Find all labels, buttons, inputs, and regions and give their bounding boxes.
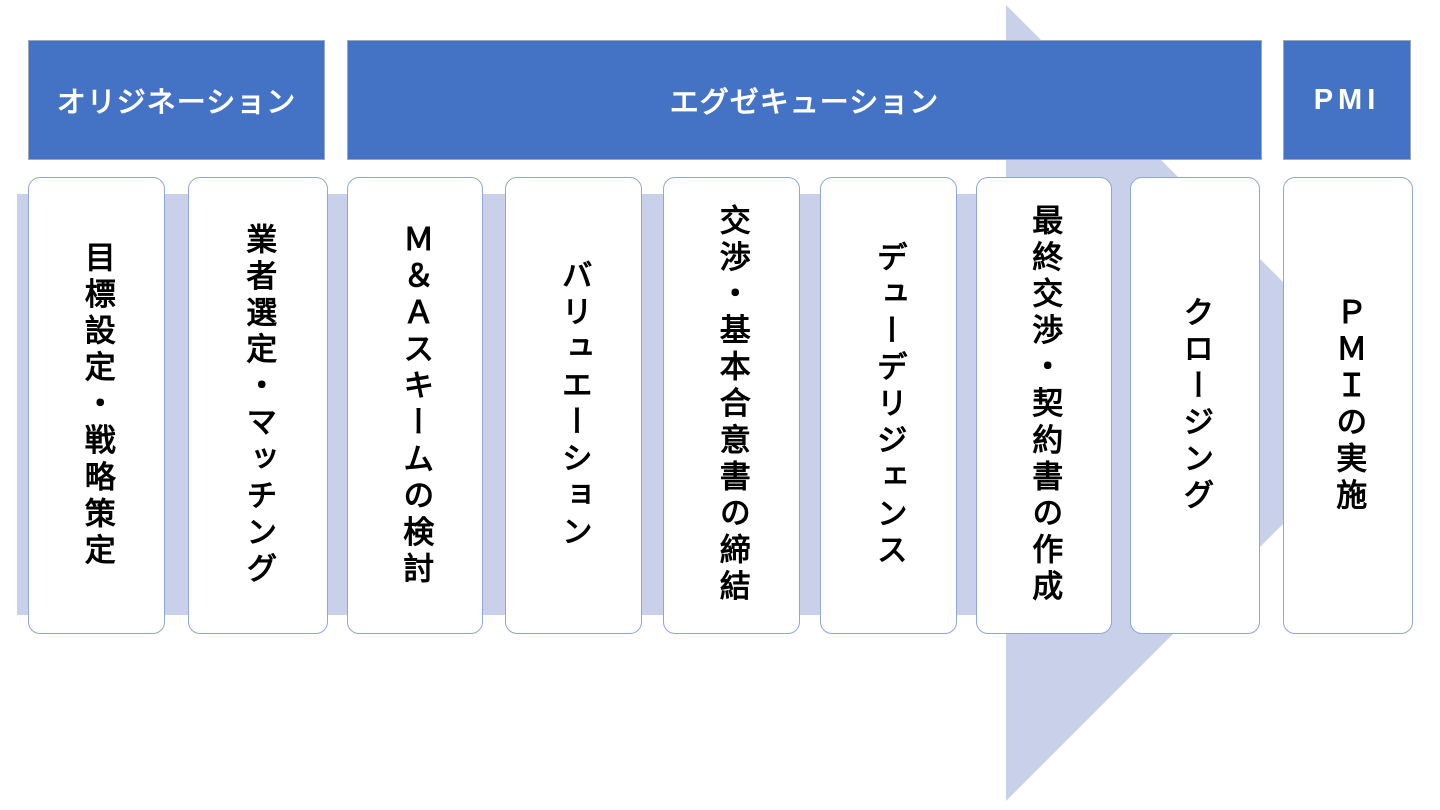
step-box-goal-setting-strategy: 目標設定・戦略策定	[28, 177, 165, 634]
phase-header-execution-label: エグゼキューション	[669, 87, 940, 119]
phase-header-pmi: PMI	[1283, 40, 1411, 160]
step-label: 目標設定・戦略策定	[79, 240, 115, 571]
step-label: バリュエーション	[556, 259, 592, 552]
phase-header-origination-label: オリジネーション	[56, 87, 297, 119]
step-label: Ｍ＆Ａスキームの検討	[398, 222, 434, 589]
step-box-partner-selection-matching: 業者選定・マッチング	[188, 177, 328, 634]
phase-header-origination: オリジネーション	[28, 40, 325, 160]
step-box-closing: クロージング	[1130, 177, 1260, 634]
step-label: 業者選定・マッチング	[241, 222, 277, 589]
phase-header-execution: エグゼキューション	[347, 40, 1262, 160]
step-label: 交渉・基本合意書の締結	[714, 204, 750, 607]
step-box-negotiation-basic-agreement: 交渉・基本合意書の締結	[663, 177, 800, 634]
step-box-valuation: バリュエーション	[505, 177, 642, 634]
step-box-pmi-implementation: ＰＭＩの実施	[1283, 177, 1413, 634]
step-label: 最終交渉・契約書の作成	[1027, 204, 1063, 607]
step-label: クロージング	[1178, 295, 1214, 516]
step-label: デューデリジェンス	[871, 240, 907, 571]
step-box-final-negotiation-contract: 最終交渉・契約書の作成	[976, 177, 1112, 634]
step-box-due-diligence: デューデリジェンス	[820, 177, 957, 634]
phase-header-pmi-label: PMI	[1313, 83, 1381, 116]
step-label: ＰＭＩの実施	[1331, 295, 1367, 516]
step-box-ma-scheme-study: Ｍ＆Ａスキームの検討	[347, 177, 483, 634]
